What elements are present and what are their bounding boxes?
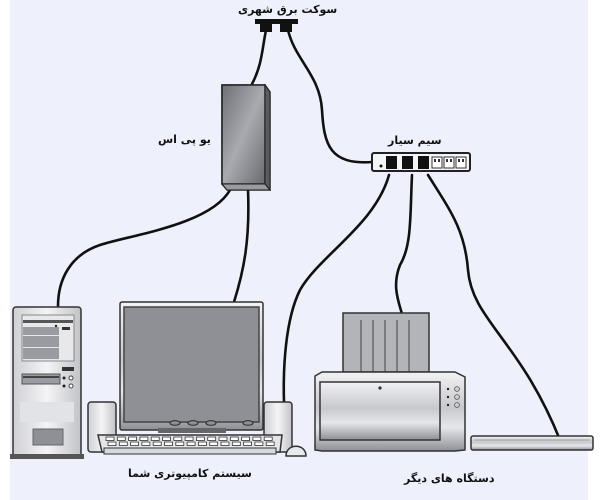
keyboard-key: [209, 441, 219, 446]
cable-strip-to-speaker: [282, 173, 391, 404]
keyboard-key: [118, 441, 128, 446]
keyboard-key: [128, 436, 138, 441]
keyboard-key: [107, 441, 117, 446]
keyboard-key: [184, 436, 194, 441]
keyboard-key: [254, 441, 264, 446]
keyboard-key: [139, 436, 149, 441]
keyboard-key: [150, 436, 160, 441]
keyboard-key: [116, 436, 126, 441]
keyboard-key: [175, 441, 185, 446]
keyboard-key: [173, 436, 183, 441]
ups-label: یو پی اس: [158, 133, 211, 146]
printer: [314, 312, 466, 452]
keyboard-key: [218, 436, 228, 441]
power-strip: [371, 152, 471, 172]
keyboard-key: [186, 441, 196, 446]
keyboard-key: [229, 436, 239, 441]
computer-system-label: سیستم کامپیوتری شما: [128, 467, 252, 480]
keyboard-key: [241, 436, 251, 441]
keyboard-key: [141, 441, 151, 446]
keyboard-key: [263, 436, 273, 441]
keyboard-key: [130, 441, 140, 446]
cable-socket-to-ups: [250, 28, 268, 86]
keyboard-key: [197, 441, 207, 446]
cable-ups-to-tower: [56, 188, 232, 308]
other-devices-label: دستگاه های دیگر: [404, 472, 495, 485]
cable-ups-to-monitor: [232, 188, 250, 304]
keyboard-key: [231, 441, 241, 446]
keyboard-key: [265, 441, 275, 446]
keyboard: [97, 434, 283, 455]
monitor: [119, 301, 264, 433]
keyboard-key: [162, 436, 171, 441]
cable-strip-to-scanner: [426, 173, 562, 442]
computer-tower: [10, 306, 84, 459]
wall-socket: [255, 19, 298, 32]
ups-device: [220, 83, 272, 192]
keyboard-key: [195, 436, 205, 441]
keyboard-key: [105, 436, 115, 441]
keyboard-key: [207, 436, 217, 441]
keyboard-key: [164, 441, 173, 446]
keyboard-key: [252, 436, 262, 441]
cable-strip-to-printer: [394, 173, 414, 316]
scanner: [470, 435, 594, 451]
wall-socket-label: سوکت برق شهری: [238, 3, 338, 16]
power-strip-label: سیم سیار: [388, 134, 442, 147]
keyboard-key: [152, 441, 162, 446]
mouse: [285, 445, 307, 457]
keyboard-key: [243, 441, 253, 446]
keyboard-key: [220, 441, 230, 446]
cable-socket-to-strip: [286, 28, 374, 164]
